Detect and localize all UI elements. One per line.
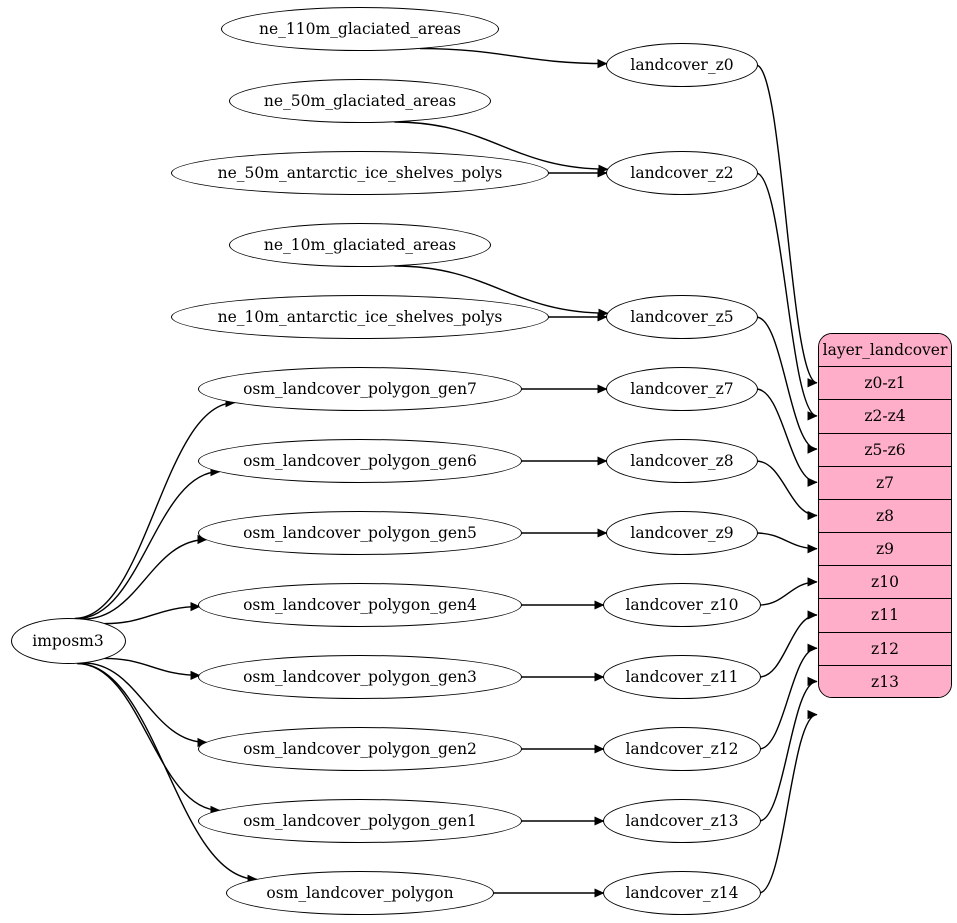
- landcover-node-landcover-z10[interactable]: landcover_z10: [603, 583, 761, 627]
- edge-landcover-z7-to-layer-landcover-z7: [755, 388, 818, 487]
- edge-landcover-z9-to-layer-landcover-z9: [755, 532, 818, 554]
- ne-node-ne-10m-glaciated-areas[interactable]: ne_10m_glaciated_areas: [229, 223, 491, 267]
- node-label: landcover_z12: [625, 740, 739, 758]
- edge-landcover-z2-to-layer-landcover-z2-z4: [755, 172, 818, 421]
- record-header: layer_landcover: [819, 334, 951, 368]
- record-row-z9[interactable]: z9: [819, 533, 951, 567]
- node-label: landcover_z2: [630, 164, 734, 182]
- node-label: ne_10m_antarctic_ice_shelves_polys: [217, 308, 503, 326]
- node-label: ne_10m_glaciated_areas: [263, 236, 457, 254]
- record-row-z11[interactable]: z11: [819, 599, 951, 633]
- node-label: osm_landcover_polygon_gen5: [243, 524, 477, 542]
- node-label: landcover_z7: [630, 380, 734, 398]
- landcover-node-landcover-z9[interactable]: landcover_z9: [606, 511, 758, 555]
- edge-imposm3-to-osm-landcover-polygon-gen2: [83, 662, 208, 748]
- record-row-z8[interactable]: z8: [819, 499, 951, 534]
- landcover-node-landcover-z8[interactable]: landcover_z8: [606, 439, 758, 483]
- node-label: ne_110m_glaciated_areas: [258, 20, 462, 38]
- record-row-z10[interactable]: z10: [819, 566, 951, 600]
- record-row-z0-z1[interactable]: z0-z1: [819, 367, 951, 401]
- record-row-z13[interactable]: z13: [819, 665, 951, 697]
- node-label: landcover_z13: [625, 812, 739, 830]
- node-label: osm_landcover_polygon: [266, 884, 454, 902]
- landcover-node-landcover-z0[interactable]: landcover_z0: [606, 43, 758, 87]
- landcover-node-landcover-z2[interactable]: landcover_z2: [606, 151, 758, 195]
- ne-node-ne-110m-glaciated-areas[interactable]: ne_110m_glaciated_areas: [221, 7, 499, 51]
- osm-node-osm-landcover-polygon-gen5[interactable]: osm_landcover_polygon_gen5: [198, 511, 522, 555]
- node-label: landcover_z14: [625, 884, 739, 902]
- edge-imposm3-to-osm-landcover-polygon: [77, 662, 258, 884]
- layer-landcover-record[interactable]: layer_landcover z0-z1 z2-z4 z5-z6 z7 z8 …: [818, 333, 952, 698]
- node-label: landcover_z10: [625, 596, 739, 614]
- node-label: landcover_z5: [630, 308, 734, 326]
- ne-node-ne-50m-antarctic-ice-shelves-polys[interactable]: ne_50m_antarctic_ice_shelves_polys: [171, 151, 549, 195]
- edge-ne-110m-glaciated-areas-to-landcover-z0: [419, 47, 608, 69]
- record-row-z5-z6[interactable]: z5-z6: [819, 433, 951, 467]
- edge-landcover-z13-to-layer-landcover-z13: [758, 676, 818, 822]
- edge-landcover-z12-to-layer-landcover-z12: [758, 643, 818, 750]
- node-label: ne_50m_antarctic_ice_shelves_polys: [217, 164, 503, 182]
- landcover-node-landcover-z13[interactable]: landcover_z13: [603, 799, 761, 843]
- landcover-node-landcover-z14[interactable]: landcover_z14: [603, 871, 761, 915]
- edge-imposm3-to-osm-landcover-polygon-gen5: [83, 534, 208, 620]
- edge-landcover-z11-to-layer-landcover-z11: [758, 610, 818, 678]
- node-label: osm_landcover_polygon_gen6: [243, 452, 477, 470]
- landcover-node-landcover-z7[interactable]: landcover_z7: [606, 367, 758, 411]
- source-node-imposm3[interactable]: imposm3: [10, 618, 126, 664]
- node-label: osm_landcover_polygon_gen4: [243, 596, 477, 614]
- edge-imposm3-to-osm-landcover-polygon-gen1: [77, 662, 221, 816]
- edge-landcover-z0-to-layer-landcover-z0-z1: [755, 64, 818, 388]
- node-label: landcover_z0: [630, 56, 734, 74]
- osm-node-osm-landcover-polygon-gen7[interactable]: osm_landcover_polygon_gen7: [198, 367, 522, 411]
- edge-landcover-z14-to-layer-landcover-z14+: [758, 710, 818, 894]
- osm-node-osm-landcover-polygon-gen6[interactable]: osm_landcover_polygon_gen6: [198, 439, 522, 483]
- edge-landcover-z8-to-layer-landcover-z8: [755, 460, 818, 521]
- ne-node-ne-10m-antarctic-ice-shelves-polys[interactable]: ne_10m_antarctic_ice_shelves_polys: [171, 295, 549, 339]
- edge-imposm3-to-osm-landcover-polygon-gen3: [104, 657, 201, 681]
- landcover-node-landcover-z11[interactable]: landcover_z11: [603, 655, 761, 699]
- osm-node-osm-landcover-polygon-gen1[interactable]: osm_landcover_polygon_gen1: [198, 799, 522, 843]
- node-label: osm_landcover_polygon_gen3: [243, 668, 477, 686]
- node-label: osm_landcover_polygon_gen7: [243, 380, 477, 398]
- edge-imposm3-to-osm-landcover-polygon-gen7: [74, 397, 236, 620]
- osm-node-osm-landcover-polygon[interactable]: osm_landcover_polygon: [226, 871, 494, 915]
- node-label: landcover_z11: [625, 668, 739, 686]
- node-label: imposm3: [32, 632, 104, 650]
- edge-landcover-z5-to-layer-landcover-z5-z6: [755, 316, 818, 454]
- edge-landcover-z10-to-layer-landcover-z10: [758, 577, 818, 606]
- edge-imposm3-to-osm-landcover-polygon-gen6: [77, 466, 221, 620]
- landcover-node-landcover-z12[interactable]: landcover_z12: [603, 727, 761, 771]
- node-label: landcover_z8: [630, 452, 734, 470]
- record-row-z12[interactable]: z12: [819, 632, 951, 666]
- record-row-z2-z4[interactable]: z2-z4: [819, 400, 951, 434]
- node-label: osm_landcover_polygon_gen1: [243, 812, 477, 830]
- node-label: landcover_z9: [630, 524, 734, 542]
- node-label: ne_50m_glaciated_areas: [263, 92, 457, 110]
- osm-node-osm-landcover-polygon-gen2[interactable]: osm_landcover_polygon_gen2: [198, 727, 522, 771]
- osm-node-osm-landcover-polygon-gen4[interactable]: osm_landcover_polygon_gen4: [198, 583, 522, 627]
- landcover-node-landcover-z5[interactable]: landcover_z5: [606, 295, 758, 339]
- ne-node-ne-50m-glaciated-areas[interactable]: ne_50m_glaciated_areas: [229, 79, 491, 123]
- edge-imposm3-to-osm-landcover-polygon-gen4: [104, 601, 201, 625]
- node-label: osm_landcover_polygon_gen2: [243, 740, 477, 758]
- osm-node-osm-landcover-polygon-gen3[interactable]: osm_landcover_polygon_gen3: [198, 655, 522, 699]
- record-row-z7[interactable]: z7: [819, 466, 951, 500]
